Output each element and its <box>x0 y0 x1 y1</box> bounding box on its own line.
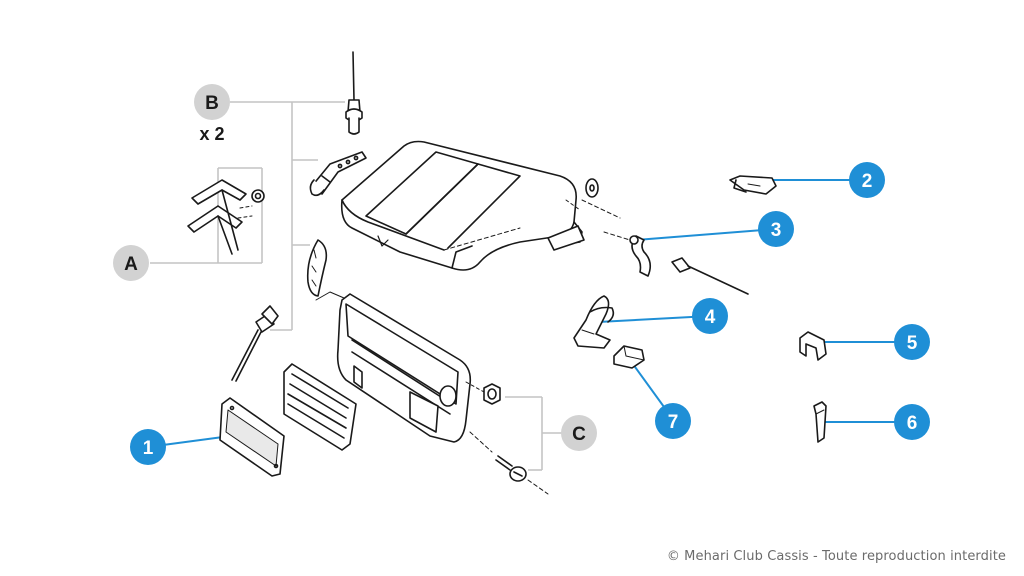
callout-c: C <box>561 415 597 451</box>
bonnet-lid-part <box>340 140 585 271</box>
callout-5: 5 <box>894 324 930 360</box>
rivet-long-part <box>231 305 279 382</box>
perforated-plate-part <box>219 397 285 477</box>
callout-7-label: 7 <box>668 412 679 433</box>
callout-a-label: A <box>124 254 138 275</box>
callout-3-label: 3 <box>771 220 782 241</box>
latch-part-4 <box>573 295 615 349</box>
block-part-7 <box>613 345 645 369</box>
callout-1-label: 1 <box>143 438 154 459</box>
front-panel-part <box>315 291 472 443</box>
seal-strip-part <box>306 239 328 297</box>
callout-4-label: 4 <box>705 307 716 328</box>
plate-frame-part <box>283 363 357 451</box>
callout-6: 6 <box>894 404 930 440</box>
callout-5-label: 5 <box>907 333 918 354</box>
hook-part-3 <box>603 231 749 295</box>
callout-4: 4 <box>692 298 728 334</box>
nut-part <box>465 381 501 405</box>
callout-b-label: B <box>205 93 219 114</box>
copyright-notice: © Mehari Club Cassis - Toute reproductio… <box>666 549 1006 564</box>
clip-part-2 <box>729 175 777 195</box>
callout-3: 3 <box>758 211 794 247</box>
hinge-bracket-part <box>309 151 367 197</box>
washer-part <box>581 178 621 219</box>
chevron-emblem-part <box>187 179 265 255</box>
callout-6-label: 6 <box>907 413 918 434</box>
callout-1: 1 <box>130 429 166 465</box>
bracket-part-6 <box>813 401 827 443</box>
callout-c-label: C <box>572 424 586 445</box>
callout-2: 2 <box>849 162 885 198</box>
callout-b-multiplier: x 2 <box>199 124 224 144</box>
callout-a: A <box>113 245 149 281</box>
callout-2-label: 2 <box>862 171 873 192</box>
callout-7: 7 <box>655 403 691 439</box>
screw-part <box>469 431 549 495</box>
rivet-top-part <box>345 51 363 135</box>
group-leader-lines <box>150 101 562 471</box>
bracket-part-5 <box>799 331 827 361</box>
callout-b: B <box>194 84 230 120</box>
